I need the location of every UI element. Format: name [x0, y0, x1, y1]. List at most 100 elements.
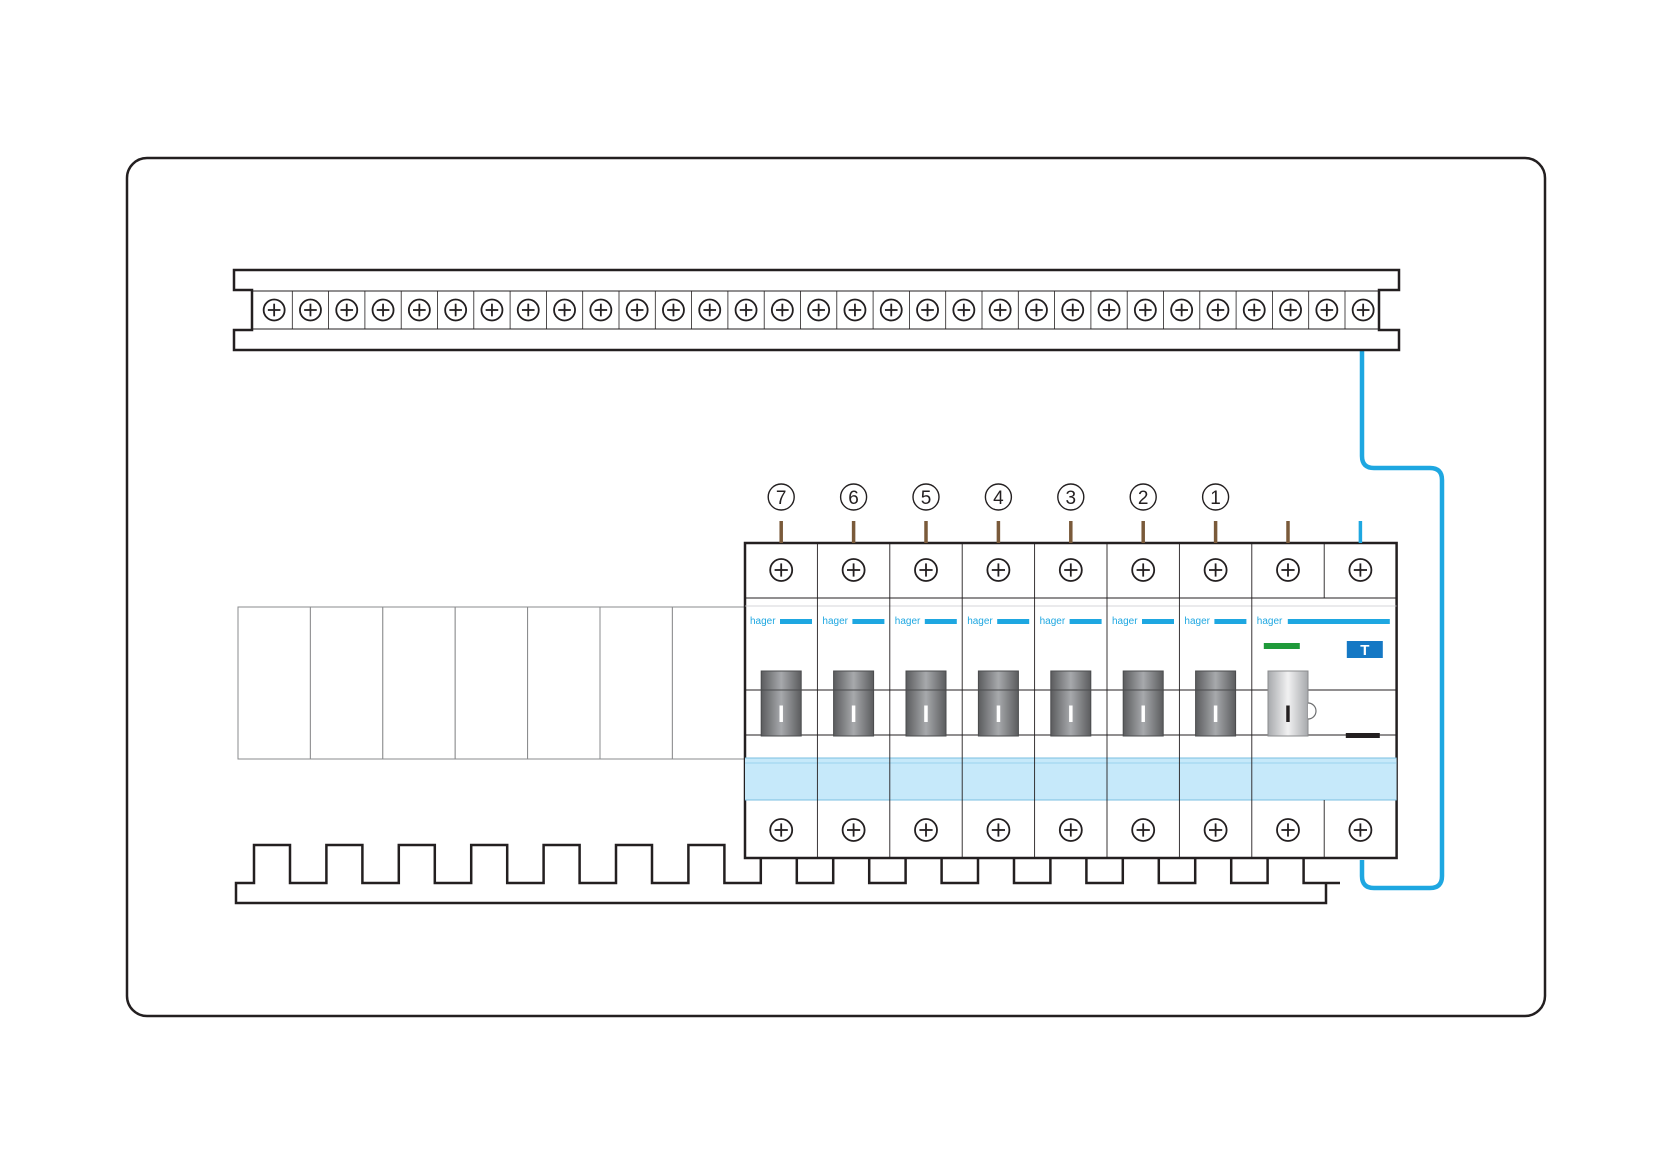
circuit-number-ring: [1129, 483, 1157, 511]
toggle-on-mark: I: [923, 701, 930, 728]
empty-slot: [237, 606, 311, 760]
screw-plus-icon: [662, 298, 685, 322]
screw-plus-icon: [553, 298, 576, 322]
screw-plus-icon: [1206, 298, 1230, 322]
breaker-brand-label: hager: [822, 616, 848, 627]
breaker-brand-label: hager: [895, 616, 921, 627]
breaker-brand-label: hager: [1184, 616, 1210, 627]
breaker-toggle: [760, 670, 802, 737]
breaker-brand-label: hager: [750, 616, 776, 627]
circuit-number: 7: [776, 488, 787, 509]
circuit-number: 6: [848, 488, 859, 509]
screw-plus-icon: [480, 298, 504, 322]
screw-plus-icon: [1025, 298, 1048, 322]
screw-plus-icon: [371, 298, 395, 322]
breaker-toggle: [977, 670, 1019, 737]
screw-plus-icon: [769, 818, 794, 842]
breaker-toggle: [905, 670, 947, 737]
screw-plus-icon: [625, 298, 649, 322]
rcd-brand-label: hager: [1257, 616, 1283, 627]
circuit-number-ring: [912, 483, 940, 511]
breaker-toggle: [1050, 670, 1092, 737]
screw-plus-icon: [516, 298, 540, 322]
screw-plus-icon: [1276, 558, 1300, 582]
neutral-bar-terminals: [262, 291, 1375, 329]
breaker-brand-label: hager: [1112, 616, 1138, 627]
screw-plus-icon: [1061, 298, 1085, 322]
screw-plus-icon: [589, 298, 613, 322]
screw-plus-icon: [262, 298, 286, 322]
screw-plus-icon: [986, 818, 1011, 842]
empty-module-slots: [237, 606, 746, 760]
screw-plus-icon: [1203, 818, 1228, 842]
screw-plus-icon: [952, 298, 976, 322]
screw-plus-icon: [986, 558, 1011, 582]
rcd-test-button[interactable]: T: [1346, 641, 1383, 659]
empty-slot: [382, 606, 456, 760]
screw-plus-icon: [1348, 558, 1373, 582]
screw-plus-icon: [1351, 298, 1375, 322]
rcd-test-button-face: [1346, 641, 1383, 658]
neutral-terminal-bar: [232, 268, 1401, 352]
circuit-number: 4: [993, 488, 1004, 509]
screw-plus-icon: [444, 298, 468, 322]
breaker-toggle: [1195, 670, 1237, 737]
screw-plus-icon: [807, 298, 831, 322]
toggle-on-mark: I: [1140, 701, 1147, 728]
circuit-label: 1: [1201, 483, 1230, 543]
screw-plus-icon: [988, 298, 1012, 322]
comb-busbar: [234, 843, 1340, 905]
neutral-wire: [1359, 349, 1445, 891]
brand-stripe: [924, 619, 957, 624]
toggle-on-mark: I: [995, 701, 1002, 728]
toggle-on-mark: I: [778, 701, 785, 728]
screw-plus-icon: [914, 558, 938, 582]
screw-plus-icon: [769, 558, 794, 582]
circuit-number-ring: [984, 483, 1013, 511]
circuit-number: 3: [1066, 488, 1077, 509]
rcd-toggle-knob: [1307, 702, 1317, 720]
brand-stripe: [1069, 619, 1102, 624]
screw-plus-icon: [1279, 298, 1302, 322]
circuit-label: 5: [912, 483, 940, 543]
screw-plus-icon: [335, 298, 359, 322]
screw-plus-icon: [1131, 558, 1156, 582]
circuit-number-ring: [1201, 483, 1230, 511]
brand-stripe: [1142, 619, 1174, 624]
empty-slot: [671, 606, 746, 760]
circuit-number: 5: [921, 488, 932, 509]
brand-stripe: [1214, 619, 1247, 624]
screw-plus-icon: [734, 298, 758, 322]
toggle-on-mark: I: [850, 701, 857, 728]
circuit-number-ring: [767, 483, 795, 511]
screw-plus-icon: [1133, 298, 1157, 322]
screw-plus-icon: [1058, 818, 1083, 842]
screw-plus-icon: [698, 298, 722, 322]
screw-plus-icon: [916, 298, 939, 322]
breaker-brand-label: hager: [1040, 616, 1066, 627]
screw-plus-icon: [1058, 558, 1083, 582]
rcd-toggle[interactable]: I: [1267, 670, 1317, 737]
screw-plus-icon: [1097, 298, 1121, 322]
screw-plus-icon: [1242, 298, 1266, 322]
brand-stripe: [780, 619, 812, 624]
rcd-status-indicator: [1263, 643, 1300, 649]
toggle-on-mark: I: [1067, 701, 1074, 728]
screw-plus-icon: [1170, 298, 1194, 322]
brand-stripe: [852, 619, 885, 624]
circuit-label: 3: [1057, 483, 1085, 543]
screw-plus-icon: [841, 818, 866, 842]
rcd-toggle-on-mark: I: [1285, 701, 1292, 728]
empty-slot: [527, 606, 601, 760]
breaker-toggle: [833, 670, 875, 737]
circuit-number-ring: [1057, 483, 1085, 511]
empty-slot: [454, 606, 529, 760]
